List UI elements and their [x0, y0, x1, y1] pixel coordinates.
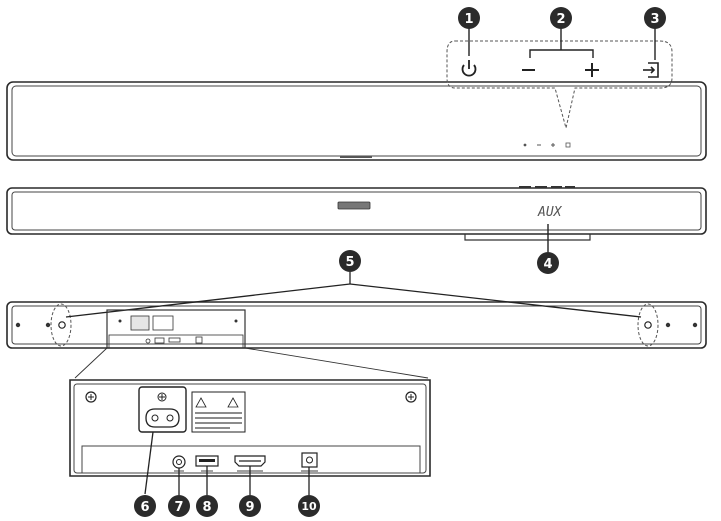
callout-badge-5: 5 [339, 250, 361, 272]
volume-up-icon [585, 63, 599, 77]
svg-text:7: 7 [174, 500, 183, 515]
ac-power-socket-icon [138, 386, 187, 433]
source-icon [643, 62, 659, 78]
top-small-buttons [523, 142, 571, 148]
screw-icon [85, 391, 417, 403]
soundbar-top-view [6, 28, 707, 161]
callout-badge-9: 9 [239, 495, 261, 517]
callout-badge-2: 2 [550, 7, 572, 29]
screw-icon [15, 321, 698, 329]
callout-badge-1: 1 [458, 7, 480, 29]
connector-panel-enlarged [69, 379, 431, 495]
wall-mount-hole-right [637, 303, 659, 347]
optical-port-icon [301, 452, 318, 472]
wall-mount-hole-left [50, 303, 72, 347]
rear-connector-panel [106, 309, 246, 349]
display-text: AUX [537, 205, 563, 220]
warning-icon [191, 391, 246, 433]
soundbar-front-view: AUX [6, 186, 707, 252]
soundbar-rear-view [6, 272, 707, 379]
hdmi-port-icon [234, 455, 266, 472]
controls-callout-box [446, 40, 673, 129]
svg-text:3: 3 [650, 12, 659, 27]
callout-badge-6: 6 [134, 495, 156, 517]
svg-text:1: 1 [464, 12, 473, 27]
brand-logo [337, 201, 371, 210]
svg-text:9: 9 [245, 500, 254, 515]
power-icon [461, 60, 477, 77]
svg-text:2: 2 [556, 12, 565, 27]
svg-text:6: 6 [140, 500, 149, 515]
callout-badge-7: 7 [168, 495, 190, 517]
svg-text:5: 5 [345, 255, 354, 270]
callout-badge-8: 8 [196, 495, 218, 517]
callout-badge-4: 4 [537, 252, 559, 274]
svg-text:4: 4 [543, 257, 552, 272]
svg-text:8: 8 [202, 500, 211, 515]
callout-badge-10: 10 [298, 495, 320, 517]
svg-text:10: 10 [301, 500, 317, 513]
callout-badge-3: 3 [644, 7, 666, 29]
